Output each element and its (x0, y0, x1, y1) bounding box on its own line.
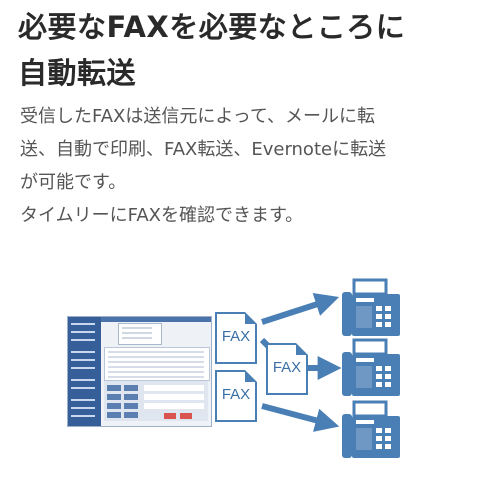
fax-document-label: FAX (272, 359, 302, 376)
heading-line-1: 必要なFAXを必要なところに (18, 10, 406, 44)
app-list (104, 347, 210, 381)
app-sidebar (68, 317, 101, 426)
fax-machine-icon (342, 400, 400, 458)
fax-document-3: FAX (215, 370, 257, 422)
description-line-3: が可能です。 (20, 172, 127, 193)
fax-document-label: FAX (221, 386, 251, 403)
fax-document-label: FAX (221, 328, 251, 345)
app-grid (104, 381, 208, 421)
description-line-1: 受信したFAXは送信元によって、メールに転 (20, 106, 376, 127)
description-line-4: タイムリーにFAXを確認できます。 (20, 205, 304, 226)
fax-document-1: FAX (215, 312, 257, 364)
app-form (118, 323, 162, 345)
fax-document-2: FAX (266, 343, 308, 395)
description: 受信したFAXは送信元によって、メールに転 送、自動で印刷、FAX転送、Ever… (20, 100, 470, 232)
app-title-bar (101, 317, 211, 322)
description-line-2: 送、自動で印刷、FAX転送、Evernoteに転送 (20, 139, 387, 160)
page-heading: 必要なFAXを必要なところに 自動転送 (18, 4, 468, 96)
fax-machine-icon (342, 338, 400, 396)
fax-software-screenshot (67, 316, 212, 427)
heading-line-2: 自動転送 (18, 56, 137, 90)
arrow-to-fax-1 (261, 293, 340, 325)
arrow-to-fax-3 (261, 403, 340, 432)
fax-machine-icon (342, 278, 400, 336)
